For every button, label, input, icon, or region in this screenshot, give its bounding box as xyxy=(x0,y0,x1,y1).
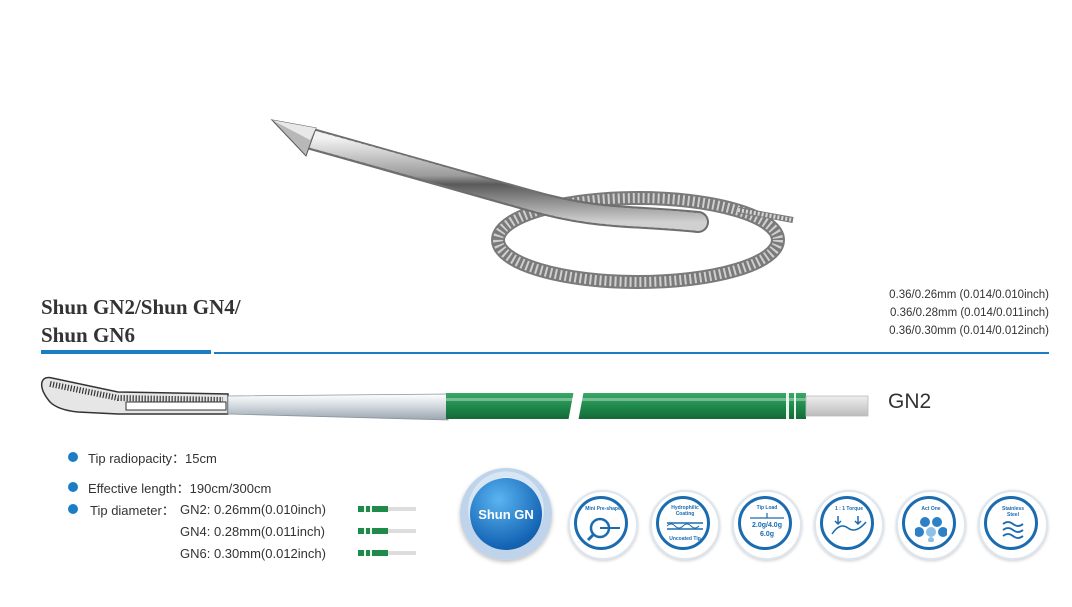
badge-label: Act One xyxy=(921,506,941,512)
hexagon-cluster-icon xyxy=(915,517,947,542)
tip-diameter-table: Tip diameter： GN2: 0.26mm(0.010inch) GN4… xyxy=(90,498,418,564)
feature-radiopacity: Tip radiopacity：15cm xyxy=(68,442,271,472)
coiled-guidewire-illustration xyxy=(270,119,794,289)
spec-item: 0.36/0.28mm (0.014/0.011inch) xyxy=(890,307,1049,319)
spec-list: 0.36/0.26mm (0.014/0.010inch) 0.36/0.28m… xyxy=(889,286,1049,340)
badge-label: Mini Pre-shape xyxy=(585,506,621,512)
product-title-line1: Shun GN2/Shun GN4/ xyxy=(41,295,241,319)
tip-diameter-label: Tip diameter： xyxy=(90,502,175,518)
feature-text: Effective length：190cm/300cm xyxy=(88,480,272,496)
bullet-dot-icon xyxy=(68,452,78,462)
diagram-model-label: GN2 xyxy=(888,390,932,413)
badge-label: Hydrophilic xyxy=(671,505,699,511)
shun-gn-badge: Shun GN xyxy=(460,468,552,560)
guidewire-diagram xyxy=(40,376,869,422)
badge-label: Stainless xyxy=(1002,506,1024,512)
wave-icon xyxy=(1002,521,1024,539)
bullet-dot-icon xyxy=(68,482,78,492)
diameter-value: GN6: 0.30mm(0.012inch) xyxy=(180,545,326,561)
feature-badges: Shun GN Mini Pre-shape Hydrophilic Coati… xyxy=(460,468,1060,568)
badge-label: 6.0g xyxy=(759,531,774,538)
product-title-line2: Shun GN6 xyxy=(41,323,135,347)
product-title: Shun GN2/Shun GN4/ Shun GN6 xyxy=(41,293,241,349)
spec-item: 0.36/0.26mm (0.014/0.010inch) xyxy=(889,289,1049,301)
badge-label: 1 : 1 Torque xyxy=(835,506,863,512)
divider-line xyxy=(214,352,1049,354)
spec-item: 0.36/0.30mm (0.014/0.012inch) xyxy=(889,325,1049,337)
diameter-value: GN2: 0.26mm(0.010inch) xyxy=(180,501,326,517)
torque-badge: 1 : 1 Torque xyxy=(814,490,884,560)
badge-label: 2.0g/4.0g xyxy=(752,522,782,529)
diameter-row: GN4: 0.28mm(0.011inch) xyxy=(90,520,418,542)
mini-wire-icon xyxy=(358,528,416,534)
tip-load-badge: Tip Load 2.0g/4.0g 6.0g xyxy=(732,490,802,560)
mini-wire-icon xyxy=(358,506,416,512)
shun-gn-badge-label: Shun GN xyxy=(470,478,542,550)
stainless-steel-badge: Stainless Steel xyxy=(978,490,1048,560)
coated-wire-icon xyxy=(666,522,703,530)
badge-label: Uncoated Tip xyxy=(669,536,701,542)
act-one-badge: Act One xyxy=(896,490,966,560)
diameter-value: GN4: 0.28mm(0.011inch) xyxy=(180,523,326,539)
torque-icon xyxy=(831,516,867,535)
badge-label: Steel xyxy=(1007,512,1019,518)
feature-text: Tip radiopacity：15cm xyxy=(88,450,217,466)
mini-preshape-badge: Mini Pre-shape xyxy=(568,490,638,560)
diameter-row: Tip diameter： GN2: 0.26mm(0.010inch) xyxy=(90,498,418,520)
feature-effective-length: Effective length：190cm/300cm xyxy=(68,472,271,502)
hydrophilic-coating-badge: Hydrophilic Coating Uncoated Tip xyxy=(650,490,720,560)
badge-label: Tip Load xyxy=(756,505,778,511)
feature-tip-diameter-bullet xyxy=(68,498,88,519)
mini-wire-icon xyxy=(358,550,416,556)
load-arrow-icon xyxy=(750,513,784,519)
feature-list: Tip radiopacity：15cm Effective length：19… xyxy=(68,442,271,502)
diameter-row: GN6: 0.30mm(0.012inch) xyxy=(90,542,418,564)
divider-accent xyxy=(41,350,211,354)
bullet-dot-icon xyxy=(68,504,78,514)
badge-label: Coating xyxy=(675,511,695,517)
magnifier-icon xyxy=(586,517,620,542)
